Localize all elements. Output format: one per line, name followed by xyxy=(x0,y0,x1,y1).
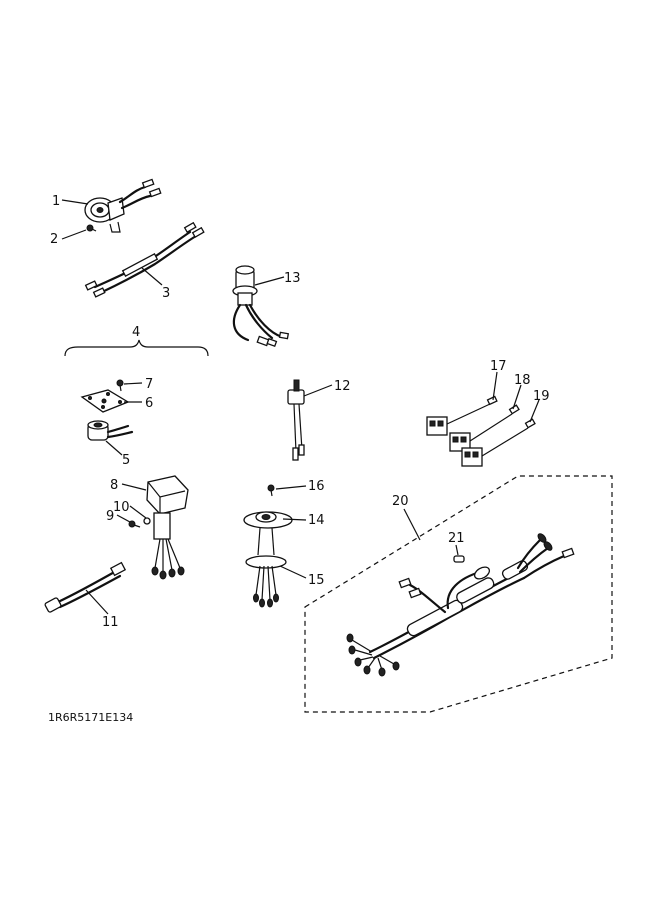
part-6-plate xyxy=(80,389,130,413)
part-19-connector xyxy=(461,418,536,467)
part-21-fuse xyxy=(453,555,465,563)
part-18-connector xyxy=(449,404,520,452)
part-2-screw xyxy=(86,224,97,232)
callout-18: 18 xyxy=(514,373,531,388)
callout-4: 4 xyxy=(132,325,140,340)
part-20-wire-harness xyxy=(346,533,575,677)
callout-21: 21 xyxy=(448,531,465,546)
part-16-screw xyxy=(267,484,275,497)
callout-13: 13 xyxy=(284,271,301,286)
callout-15: 15 xyxy=(308,573,325,588)
part-13-main-switch xyxy=(232,265,290,348)
part-20-boundary xyxy=(304,475,613,713)
callout-8: 8 xyxy=(110,478,118,493)
part-3-wire-lead xyxy=(84,221,205,298)
callout-7: 7 xyxy=(145,377,153,392)
part-15-mount xyxy=(245,555,287,608)
callout-19: 19 xyxy=(533,389,550,404)
part-14-meter xyxy=(243,511,293,556)
part-17-connector xyxy=(426,395,498,436)
callout-9: 9 xyxy=(106,509,114,524)
group-4-bracket xyxy=(64,339,209,357)
drawing-code: 1R6R5171E134 xyxy=(48,711,133,724)
part-10-washer xyxy=(143,517,151,525)
callout-2: 2 xyxy=(50,232,58,247)
part-1-buzzer xyxy=(84,178,162,233)
part-9-screw xyxy=(128,520,141,528)
callout-5: 5 xyxy=(122,453,130,468)
callout-10: 10 xyxy=(113,500,130,515)
callout-6: 6 xyxy=(145,396,153,411)
part-12-toggle-switch xyxy=(287,379,305,461)
callout-20: 20 xyxy=(392,494,409,509)
callout-1: 1 xyxy=(52,194,60,209)
callout-labels: 1 2 3 4 5 6 7 8 9 10 11 12 13 14 15 16 1… xyxy=(50,194,550,630)
part-5-switch xyxy=(87,420,134,441)
callout-14: 14 xyxy=(308,513,325,528)
callout-3: 3 xyxy=(162,286,170,301)
part-7-screw xyxy=(116,379,124,392)
callout-12: 12 xyxy=(334,379,351,394)
callout-11: 11 xyxy=(102,615,119,630)
leader-lines xyxy=(61,199,540,615)
part-8-switch-assembly xyxy=(146,475,189,580)
part-11-lead xyxy=(44,561,127,613)
callout-17: 17 xyxy=(490,359,507,374)
callout-16: 16 xyxy=(308,479,325,494)
